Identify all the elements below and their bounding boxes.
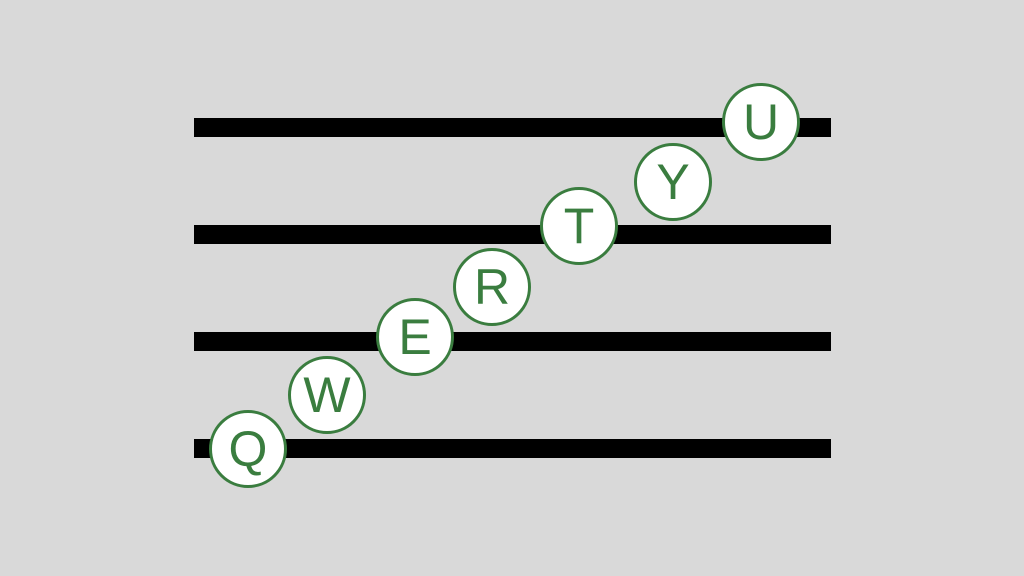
key-q[interactable]: Q	[209, 410, 287, 488]
key-w[interactable]: W	[288, 356, 366, 434]
key-t[interactable]: T	[540, 187, 618, 265]
staff-line-4	[194, 439, 831, 458]
key-e[interactable]: E	[376, 298, 454, 376]
staff-line-1	[194, 118, 831, 137]
key-y[interactable]: Y	[634, 143, 712, 221]
key-u[interactable]: U	[722, 83, 800, 161]
staff-line-2	[194, 225, 831, 244]
key-r[interactable]: R	[453, 248, 531, 326]
staff-line-3	[194, 332, 831, 351]
